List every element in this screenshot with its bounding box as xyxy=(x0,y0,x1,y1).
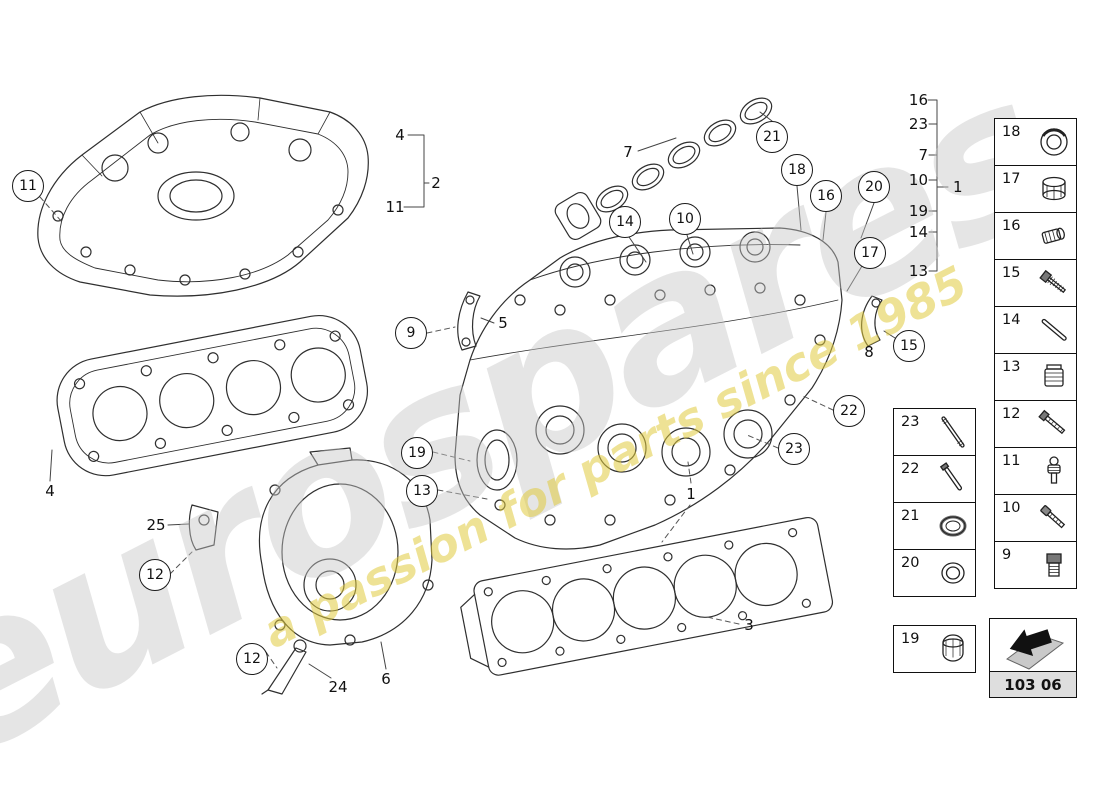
screw-plug-icon xyxy=(1034,359,1074,395)
part-box-21[interactable]: 21 xyxy=(893,502,976,550)
direction-arrow-icon xyxy=(997,623,1069,671)
callout-circle-15[interactable]: 15 xyxy=(893,330,925,362)
reference-list-item-13: 13 xyxy=(908,262,928,280)
part-number: 13 xyxy=(1002,359,1021,375)
callout-circle-11[interactable]: 11 xyxy=(12,170,44,202)
part-number: 17 xyxy=(1002,171,1021,187)
callout-circle-18[interactable]: 18 xyxy=(781,154,813,186)
callout-label-11: 11 xyxy=(385,198,405,216)
seal-ring-icon xyxy=(933,508,973,544)
part-box-15[interactable]: 15 xyxy=(994,259,1077,307)
part-number: 18 xyxy=(1002,124,1021,140)
part-number: 22 xyxy=(901,461,920,477)
part-drawing-valve-cover xyxy=(37,94,369,297)
part-box-19[interactable]: 19 xyxy=(893,625,976,673)
part-number: 14 xyxy=(1002,312,1021,328)
callout-label-7: 7 xyxy=(623,143,633,161)
stud-long-icon xyxy=(933,414,973,450)
part-box-22[interactable]: 22 xyxy=(893,455,976,503)
part-drawing-timing-cover xyxy=(258,447,434,646)
callout-circle-12[interactable]: 12 xyxy=(139,559,171,591)
callout-label-4: 4 xyxy=(45,482,55,500)
seal-round-icon xyxy=(933,555,973,591)
part-drawing-cylinder-head xyxy=(454,227,843,550)
callout-label-4: 4 xyxy=(395,126,405,144)
part-number: 10 xyxy=(1002,500,1021,516)
reference-list-target: 1 xyxy=(953,178,963,196)
part-number: 23 xyxy=(901,414,920,430)
callout-label-1: 1 xyxy=(686,485,696,503)
callout-label-25: 25 xyxy=(146,516,166,534)
callout-circle-19[interactable]: 19 xyxy=(401,437,433,469)
callout-label-5: 5 xyxy=(498,314,508,332)
part-drawing-ring-gaskets xyxy=(554,97,773,241)
reference-list-item-16: 16 xyxy=(908,91,928,109)
plug-hex-icon xyxy=(1034,547,1074,583)
part-number: 9 xyxy=(1002,547,1012,563)
part-number: 20 xyxy=(901,555,920,571)
callout-label-8: 8 xyxy=(864,343,874,361)
stud-icon xyxy=(933,461,973,497)
part-drawing-head-gasket xyxy=(460,516,834,676)
callout-circle-21[interactable]: 21 xyxy=(756,121,788,153)
reference-list-item-23: 23 xyxy=(908,115,928,133)
part-box-11[interactable]: 11 xyxy=(994,447,1077,495)
callout-circle-10[interactable]: 10 xyxy=(669,203,701,235)
part-drawing-valve-cover-gasket xyxy=(56,314,369,477)
part-box-16[interactable]: 16 xyxy=(994,212,1077,260)
callout-label-2: 2 xyxy=(431,174,441,192)
callout-circle-20[interactable]: 20 xyxy=(858,171,890,203)
callout-label-24: 24 xyxy=(328,678,348,696)
part-number: 16 xyxy=(1002,218,1021,234)
bolt-icon xyxy=(1034,406,1074,442)
part-drawing-bracket-25 xyxy=(188,504,219,551)
part-number: 15 xyxy=(1002,265,1021,281)
callout-circle-23[interactable]: 23 xyxy=(778,433,810,465)
part-number: 21 xyxy=(901,508,920,524)
part-box-10[interactable]: 10 xyxy=(994,494,1077,542)
part-box-23[interactable]: 23 xyxy=(893,408,976,456)
part-box-14[interactable]: 14 xyxy=(994,306,1077,354)
part-box-12[interactable]: 12 xyxy=(994,400,1077,448)
part-drawing-bracket-5 xyxy=(457,291,481,351)
callout-circle-22[interactable]: 22 xyxy=(833,395,865,427)
reference-list-item-7: 7 xyxy=(918,146,928,164)
cap-cup-icon xyxy=(933,631,973,667)
part-box-9[interactable]: 9 xyxy=(994,541,1077,589)
part-number: 12 xyxy=(1002,406,1021,422)
bolt-socket-icon xyxy=(1034,500,1074,536)
callout-circle-17[interactable]: 17 xyxy=(854,237,886,269)
part-box-18[interactable]: 18 xyxy=(994,118,1077,166)
part-box-20[interactable]: 20 xyxy=(893,549,976,597)
part-number: 19 xyxy=(901,631,920,647)
plug-small-icon xyxy=(1034,218,1074,254)
callout-circle-9[interactable]: 9 xyxy=(395,317,427,349)
leader-lines-dashed xyxy=(39,196,834,669)
callout-circle-14[interactable]: 14 xyxy=(609,206,641,238)
callout-label-3: 3 xyxy=(744,616,754,634)
valve-plug-icon xyxy=(1034,453,1074,489)
callout-label-6: 6 xyxy=(381,670,391,688)
diagram-code: 103 06 xyxy=(990,671,1076,697)
callout-circle-13[interactable]: 13 xyxy=(406,475,438,507)
callout-circle-12[interactable]: 12 xyxy=(236,643,268,675)
callout-circle-16[interactable]: 16 xyxy=(810,180,842,212)
part-number: 11 xyxy=(1002,453,1021,469)
screw-long-icon xyxy=(1034,265,1074,301)
part-box-17[interactable]: 17 xyxy=(994,165,1077,213)
reference-list-item-19: 19 xyxy=(908,202,928,220)
reference-list-item-10: 10 xyxy=(908,171,928,189)
part-drawing-bracket-24 xyxy=(261,639,307,695)
reference-list-item-14: 14 xyxy=(908,223,928,241)
cap-dome-icon xyxy=(1034,124,1074,160)
cap-cylinder-icon xyxy=(1034,171,1074,207)
diagram-code-box[interactable]: 103 06 xyxy=(989,618,1077,698)
part-drawing-bracket-8 xyxy=(861,295,883,347)
part-box-13[interactable]: 13 xyxy=(994,353,1077,401)
pin-icon xyxy=(1034,312,1074,348)
